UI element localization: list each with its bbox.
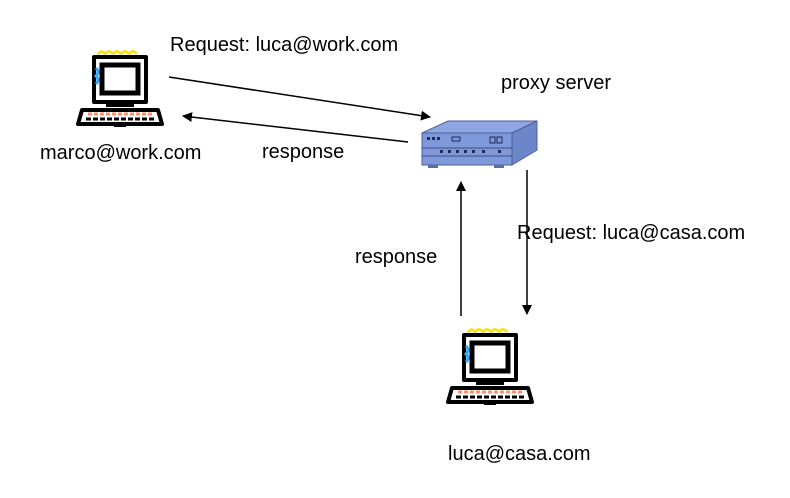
computer-icon-luca: [448, 330, 532, 406]
response-label-side: response: [355, 246, 438, 268]
arrow-response-to-marco: [182, 112, 409, 143]
client-luca-label: luca@casa.com: [448, 443, 591, 465]
client-marco-label: marco@work.com: [40, 142, 202, 164]
request-label-side: Request: luca@casa.com: [517, 222, 746, 244]
computer-icon-marco: [78, 52, 162, 128]
response-label-top: response: [262, 141, 345, 163]
server-icon: [421, 120, 538, 168]
request-label-top: Request: luca@work.com: [170, 34, 399, 56]
proxy-server-label: proxy server: [501, 72, 612, 94]
arrow-request-to-proxy: [168, 76, 431, 121]
